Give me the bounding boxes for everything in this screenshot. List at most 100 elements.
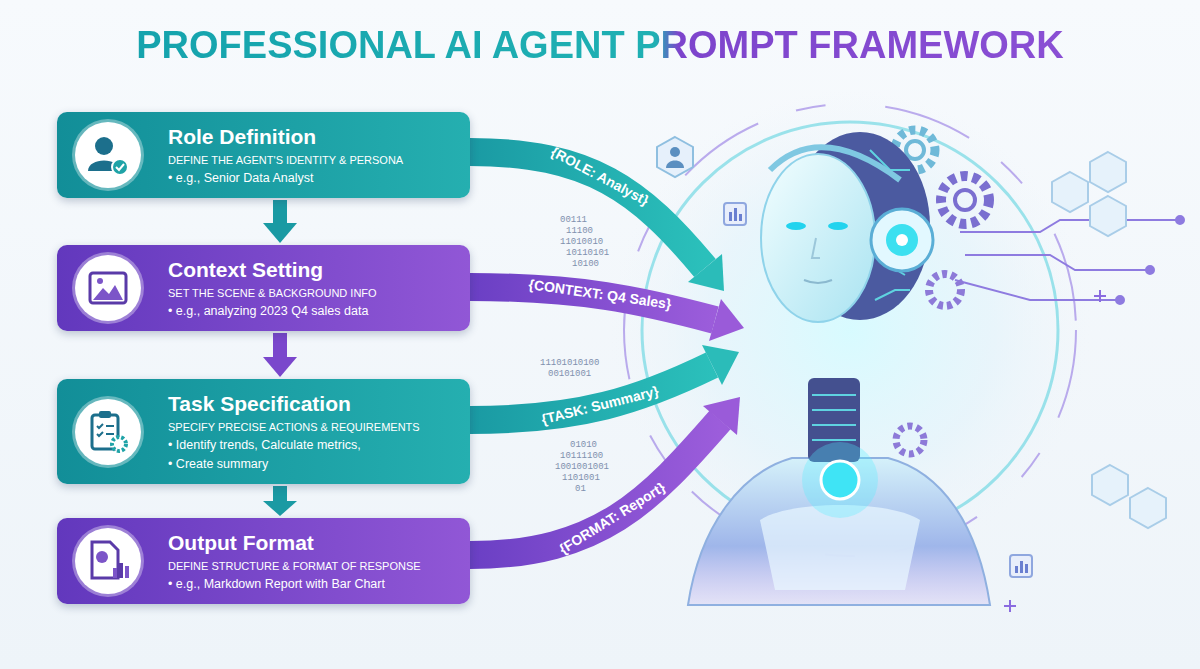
binary-text: 1101001 xyxy=(562,473,600,484)
glow-disc xyxy=(610,90,1090,570)
circuit-lines-part xyxy=(1146,266,1154,274)
box-subtitle: DEFINE THE AGENT'S IDENTITY & PERSONA xyxy=(168,153,460,168)
hexagons-part xyxy=(1052,172,1088,212)
robot-part xyxy=(886,224,918,256)
flow-arrows xyxy=(470,152,744,555)
title: PROFESSIONAL AI AGENT PROMPT FRAMEWORK xyxy=(136,22,1064,68)
robot-part xyxy=(786,222,806,230)
decor-shape xyxy=(93,285,123,300)
box-heading: Role Definition xyxy=(168,124,460,150)
gears-part xyxy=(896,426,924,454)
circuit-lines-part xyxy=(965,255,1150,270)
circuit-lines xyxy=(955,216,1184,304)
bullet-text: • e.g., analyzing 2023 Q4 sales data xyxy=(168,303,460,320)
binary-text: 1001001001 xyxy=(555,462,609,473)
binary-text: 00111 xyxy=(560,215,587,226)
binary-text: 11100 xyxy=(566,226,593,237)
robot-part xyxy=(804,280,832,283)
decor-shape xyxy=(113,568,117,578)
box-subtitle: DEFINE STRUCTURE & FORMAT OF RESPONSE xyxy=(168,559,460,574)
decor-shape xyxy=(92,542,118,578)
decor-shape xyxy=(112,159,128,175)
binary-text: 01 xyxy=(575,484,586,495)
binary-text: 10110101 xyxy=(566,248,609,259)
box-heading: Context Setting xyxy=(168,257,460,283)
box-icon xyxy=(75,255,141,321)
circuit-lines-part xyxy=(960,220,1180,232)
decor-shape xyxy=(95,137,113,155)
gears-part xyxy=(929,274,961,306)
robot xyxy=(688,132,990,605)
hexagons-part xyxy=(1092,465,1128,505)
robot-part xyxy=(688,458,990,605)
gears-part xyxy=(955,190,975,210)
binary-text: 00101001 xyxy=(548,369,591,380)
decor-shape xyxy=(112,437,126,451)
decor-shape xyxy=(99,411,111,418)
robot-part xyxy=(812,395,856,440)
small-icons-part xyxy=(1010,555,1032,577)
small-icons-part xyxy=(1094,290,1106,302)
arrow-head xyxy=(263,223,297,243)
connector-shaft xyxy=(273,200,287,223)
flow-arrows-part xyxy=(688,254,724,291)
small-icons-part xyxy=(666,161,684,169)
arrow-head xyxy=(263,357,297,377)
gears-part xyxy=(906,141,924,159)
decor-shape xyxy=(119,563,123,578)
bullet-text: • e.g., Markdown Report with Bar Chart xyxy=(168,576,460,593)
decor-shape xyxy=(116,164,124,170)
process-box: Task SpecificationSPECIFY PRECISE ACTION… xyxy=(57,379,470,484)
box-icon xyxy=(75,399,141,465)
text-column: Task SpecificationSPECIFY PRECISE ACTION… xyxy=(168,379,470,484)
text-column: Output FormatDEFINE STRUCTURE & FORMAT O… xyxy=(168,518,470,604)
small-icons-part xyxy=(1025,564,1028,573)
small-icons-part xyxy=(1015,566,1018,573)
ring xyxy=(624,104,1076,556)
circuit-lines-part xyxy=(1176,216,1184,224)
decor-shape xyxy=(97,424,114,436)
bullet-text: • Identify trends, Calculate metrics, xyxy=(168,437,460,454)
small-icons-part xyxy=(739,214,742,221)
small-icons-part xyxy=(657,137,693,177)
hexagons-part xyxy=(1130,488,1166,528)
flow-connector xyxy=(263,333,297,377)
flow-arrows-part xyxy=(702,345,739,385)
small-icons-part xyxy=(734,208,737,221)
box-heading: Task Specification xyxy=(168,391,460,417)
binary-text: 11101010100 xyxy=(540,358,599,369)
hexagons-part xyxy=(1090,152,1126,192)
small-icons-part xyxy=(1004,600,1016,612)
flow-connector xyxy=(263,486,297,516)
text-column: Context SettingSET THE SCENE & BACKGROUN… xyxy=(168,245,470,331)
hexagons xyxy=(1052,152,1166,528)
small-icons-part xyxy=(1020,561,1023,573)
box-icon xyxy=(75,528,141,594)
connector-shaft xyxy=(273,486,287,501)
decor-shape xyxy=(125,566,129,578)
robot-part xyxy=(770,147,900,180)
robot-part xyxy=(802,442,878,518)
process-box: Role DefinitionDEFINE THE AGENT'S IDENTI… xyxy=(57,112,470,198)
title-bar: PROFESSIONAL AI AGENT PROMPT FRAMEWORK xyxy=(0,22,1200,68)
arrow-head xyxy=(263,501,297,516)
text-column: Role DefinitionDEFINE THE AGENT'S IDENTI… xyxy=(168,112,470,198)
robot-part xyxy=(828,222,848,230)
connector-shaft xyxy=(273,333,287,357)
flow-arrows-part xyxy=(703,397,740,435)
flow-arrows-part xyxy=(709,299,744,341)
box-icon xyxy=(75,122,141,188)
process-box: Output FormatDEFINE STRUCTURE & FORMAT O… xyxy=(57,518,470,604)
arrow-label: {CONTEXT: Q4 Sales} xyxy=(528,276,673,312)
binary-text: 10111100 xyxy=(560,451,603,462)
binary-text: 01010 xyxy=(570,440,597,451)
bullet-text: • e.g., Senior Data Analyst xyxy=(168,170,460,187)
box-subtitle: SET THE SCENE & BACKGROUND INFO xyxy=(168,286,460,301)
hexagons-part xyxy=(1090,196,1126,236)
decor-shape xyxy=(97,278,103,284)
arrow-label: {FORMAT: Report} xyxy=(556,479,668,557)
robot-part xyxy=(871,209,933,271)
robot-part xyxy=(896,234,908,246)
circuit-lines-part xyxy=(1116,296,1124,304)
